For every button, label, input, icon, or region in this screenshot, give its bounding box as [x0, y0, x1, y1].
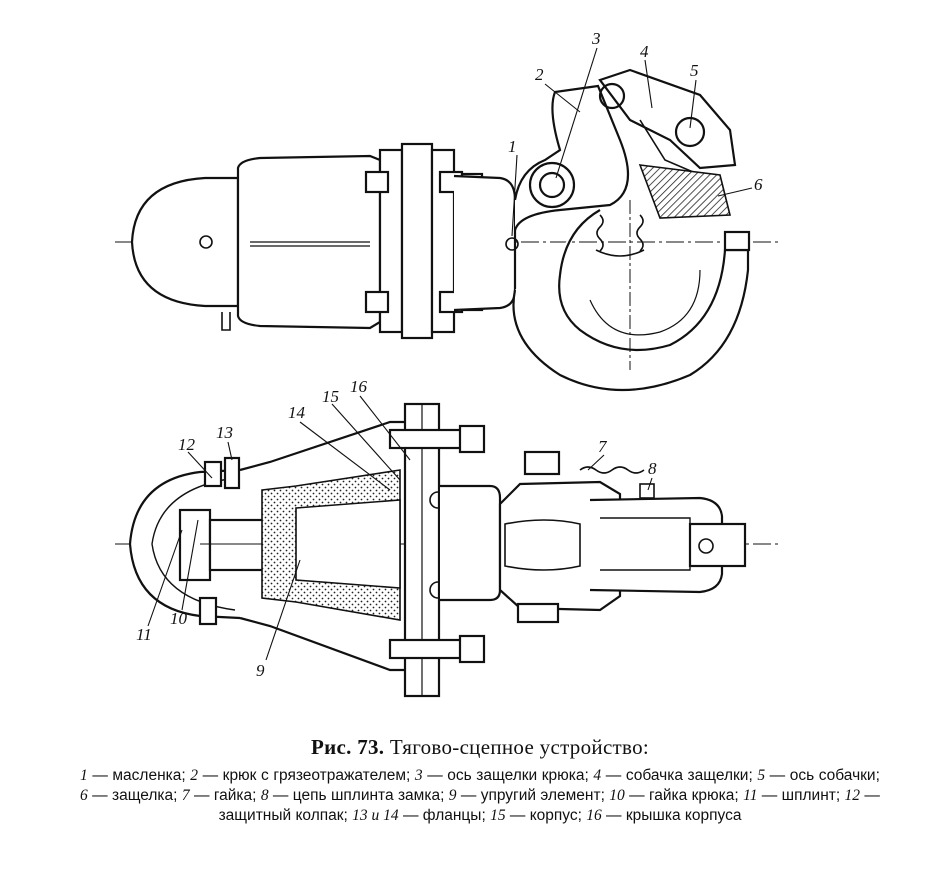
legend-item: 8 — цепь шплинта замка;	[260, 787, 449, 804]
legend-number: 10	[609, 787, 625, 804]
callout-6: 6	[754, 175, 763, 194]
legend-text: крышка корпуса	[625, 807, 742, 824]
callout-labels: 1 2 3 4 5 6 7 8 9 10 11 12 13 14 15 16	[136, 29, 763, 680]
callout-14: 14	[288, 403, 306, 422]
legend-number: 2	[190, 767, 199, 784]
figure-caption: Рис. 73. Тягово-сцепное устройство: 1 — …	[60, 735, 900, 826]
legend-item: 6 — защелка;	[80, 787, 182, 804]
legend-item: 5 — ось собачки;	[757, 767, 880, 784]
callout-5: 5	[690, 61, 699, 80]
figure-title: Тягово-сцепное устройство:	[389, 735, 650, 759]
legend-number: 6	[80, 787, 88, 804]
legend-text: упругий элемент	[480, 787, 601, 804]
legend-item: 12 — защитный колпак;	[218, 787, 880, 824]
legend-text: шплинт	[781, 787, 836, 804]
legend: 1 — масленка; 2 — крюк с грязеотражателе…	[80, 766, 880, 826]
callout-12: 12	[178, 435, 196, 454]
legend-number: 4	[593, 767, 602, 784]
callout-16: 16	[350, 377, 368, 396]
legend-number: 11	[743, 787, 758, 804]
legend-number: 1	[80, 767, 88, 784]
technical-drawing: 1 2 3 4 5 6 7 8 9 10 11 12 13 14 15 16	[115, 29, 780, 698]
legend-item: 11 — шплинт;	[743, 787, 845, 804]
legend-item: 2 — крюк с грязеотражателем;	[190, 767, 415, 784]
legend-number: 7	[181, 787, 190, 804]
callout-8: 8	[648, 459, 657, 478]
legend-item: 1 — масленка;	[80, 767, 191, 784]
legend-text: защитный колпак	[218, 807, 344, 824]
callout-11: 11	[136, 625, 152, 644]
legend-number: 13 и 14	[352, 807, 399, 824]
leader-lines	[147, 47, 753, 661]
callout-4: 4	[640, 42, 649, 61]
bottom-view	[115, 402, 780, 698]
callout-10: 10	[170, 609, 188, 628]
callout-3: 3	[591, 29, 601, 48]
callout-13: 13	[216, 423, 233, 442]
legend-item: 7 — гайка;	[181, 787, 261, 804]
caption-title: Рис. 73. Тягово-сцепное устройство:	[60, 735, 900, 760]
legend-number: 15	[490, 807, 506, 824]
legend-text: масленка	[112, 767, 182, 784]
figure-label: Рис. 73.	[310, 735, 385, 759]
legend-number: 9	[448, 787, 457, 804]
callout-9: 9	[256, 661, 265, 680]
legend-number: 3	[414, 767, 423, 784]
callout-2: 2	[535, 65, 544, 84]
legend-text: крюк с грязеотражателем	[222, 767, 407, 784]
legend-item: 9 — упругий элемент;	[448, 787, 610, 804]
legend-item: 3 — ось защелки крюка;	[414, 767, 594, 784]
legend-item: 13 и 14 — фланцы;	[352, 807, 491, 824]
legend-number: 8	[260, 787, 269, 804]
callout-7: 7	[598, 437, 608, 456]
legend-item: 10 — гайка крюка;	[609, 787, 744, 804]
legend-number: 5	[757, 767, 766, 784]
callout-15: 15	[322, 387, 339, 406]
legend-text: гайка крюка	[648, 787, 735, 804]
legend-text: ось собачки	[789, 767, 876, 784]
legend-item: 15 — корпус;	[490, 807, 587, 824]
legend-text: гайка	[213, 787, 253, 804]
callout-1: 1	[508, 137, 517, 156]
legend-number: 16	[586, 807, 602, 824]
legend-text: корпус	[529, 807, 578, 824]
legend-item: 4 — собачка защелки;	[593, 767, 758, 784]
legend-text: ось защелки крюка	[447, 767, 585, 784]
top-view	[115, 68, 780, 392]
legend-text: защелка	[111, 787, 174, 804]
legend-text: цепь шплинта замка	[292, 787, 441, 804]
legend-text: фланцы	[422, 807, 482, 824]
legend-number: 12	[844, 787, 861, 804]
legend-item: 16 — крышка корпуса	[586, 807, 742, 824]
legend-text: собачка защелки	[625, 767, 749, 784]
